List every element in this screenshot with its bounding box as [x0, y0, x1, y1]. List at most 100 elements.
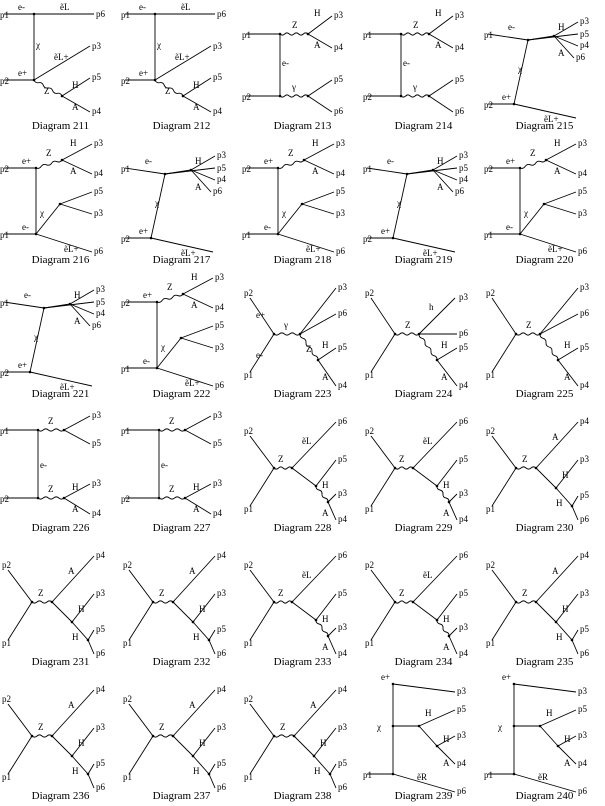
particle-label: p4: [455, 42, 465, 52]
vertex-dot: [50, 734, 54, 738]
particle-label: p5: [96, 758, 106, 768]
vertex-dot: [62, 496, 66, 500]
boson-propagator: [400, 94, 430, 98]
particle-label: H: [322, 480, 329, 490]
particle-label: A: [443, 758, 450, 768]
particle-label: Z: [278, 588, 284, 598]
propagator-line: [557, 735, 577, 747]
propagator-line: [370, 297, 396, 335]
vertex-dot: [435, 618, 439, 622]
propagator-line: [543, 191, 577, 205]
particle-label: p6: [213, 186, 223, 196]
propagator-line: [182, 293, 214, 309]
diagram-caption: Diagram 222: [152, 388, 211, 400]
particle-label: p4: [338, 380, 348, 390]
vertex-dot: [32, 12, 36, 16]
particle-label: p2: [123, 694, 132, 704]
particle-label: γ: [291, 82, 296, 92]
particle-label: H: [193, 632, 200, 642]
vertex-dot: [207, 638, 211, 642]
particle-label: p3: [580, 16, 590, 26]
particle-label: H: [443, 614, 450, 624]
particle-label: ẽL+: [544, 114, 559, 124]
particle-label: H: [193, 766, 200, 776]
boson-propagator: [273, 734, 295, 738]
particle-label: A: [554, 166, 561, 176]
particle-label: A: [435, 40, 442, 50]
particle-label: Z: [526, 320, 532, 330]
particle-label: p3: [213, 41, 223, 51]
vertex-dot: [155, 366, 159, 370]
particle-label: p4: [580, 380, 590, 390]
propagator-line: [51, 689, 95, 737]
vertex-dot: [278, 94, 282, 98]
particle-label: A: [437, 182, 444, 192]
vertex-dot: [183, 496, 187, 500]
vertex-dot: [447, 500, 451, 504]
propagator-line: [448, 493, 458, 503]
particle-label: p2: [365, 560, 374, 570]
particle-label: p6: [338, 782, 348, 792]
particle-label: p6: [338, 416, 348, 426]
particle-label: A: [68, 566, 75, 576]
boson-propagator: [299, 333, 319, 361]
particle-label: p2: [484, 164, 493, 174]
particle-label: p2: [0, 164, 9, 174]
propagator-line: [553, 35, 579, 47]
particle-label: H: [441, 340, 448, 350]
particle-label: p4: [459, 174, 469, 184]
propagator-line: [491, 297, 517, 335]
diagram-caption: Diagram 229: [394, 522, 453, 534]
particle-label: p3: [96, 588, 106, 598]
propagator-line: [412, 555, 458, 603]
vertex-dot: [435, 484, 439, 488]
vertex-dot: [435, 744, 439, 748]
vertex-dot: [298, 332, 302, 336]
particle-label: Z: [413, 20, 419, 30]
propagator-line: [428, 15, 454, 35]
particle-label: p3: [578, 686, 588, 696]
particle-label: Z: [167, 282, 173, 292]
particle-label: p2: [2, 694, 11, 704]
vertex-dot: [207, 772, 211, 776]
propagator-line: [35, 203, 61, 235]
particle-label: e+: [381, 672, 390, 682]
propagator-line: [432, 169, 458, 181]
propagator-line: [545, 143, 577, 161]
particle-label: A: [564, 758, 571, 768]
particle-label: Z: [530, 148, 536, 158]
particle-label: A: [564, 372, 571, 382]
boson-propagator: [519, 159, 547, 169]
vertex-dot: [171, 734, 175, 738]
particle-label: p2: [363, 234, 372, 244]
particle-label: e-: [143, 356, 150, 366]
particle-label: p3: [459, 150, 469, 160]
particle-label: H: [78, 604, 85, 614]
propagator-line: [370, 569, 396, 603]
diagram-caption: Diagram 240: [515, 790, 574, 802]
propagator-line: [69, 289, 95, 305]
vertex-dot: [314, 618, 318, 622]
particle-label: A: [195, 182, 202, 192]
particle-label: ẽL+: [54, 52, 69, 62]
propagator-line: [553, 35, 575, 59]
particle-label: e+: [18, 360, 27, 370]
propagator-line: [553, 21, 579, 37]
particle-label: A: [441, 372, 448, 382]
particle-label: p4: [580, 40, 590, 50]
vertex-dot: [534, 466, 538, 470]
diagram-caption: Diagram 235: [515, 656, 574, 668]
diagram-caption: Diagram 227: [152, 522, 211, 534]
particle-label: p5: [336, 186, 346, 196]
diagram-caption: Diagram 213: [273, 120, 332, 132]
propagator-line: [35, 233, 93, 253]
